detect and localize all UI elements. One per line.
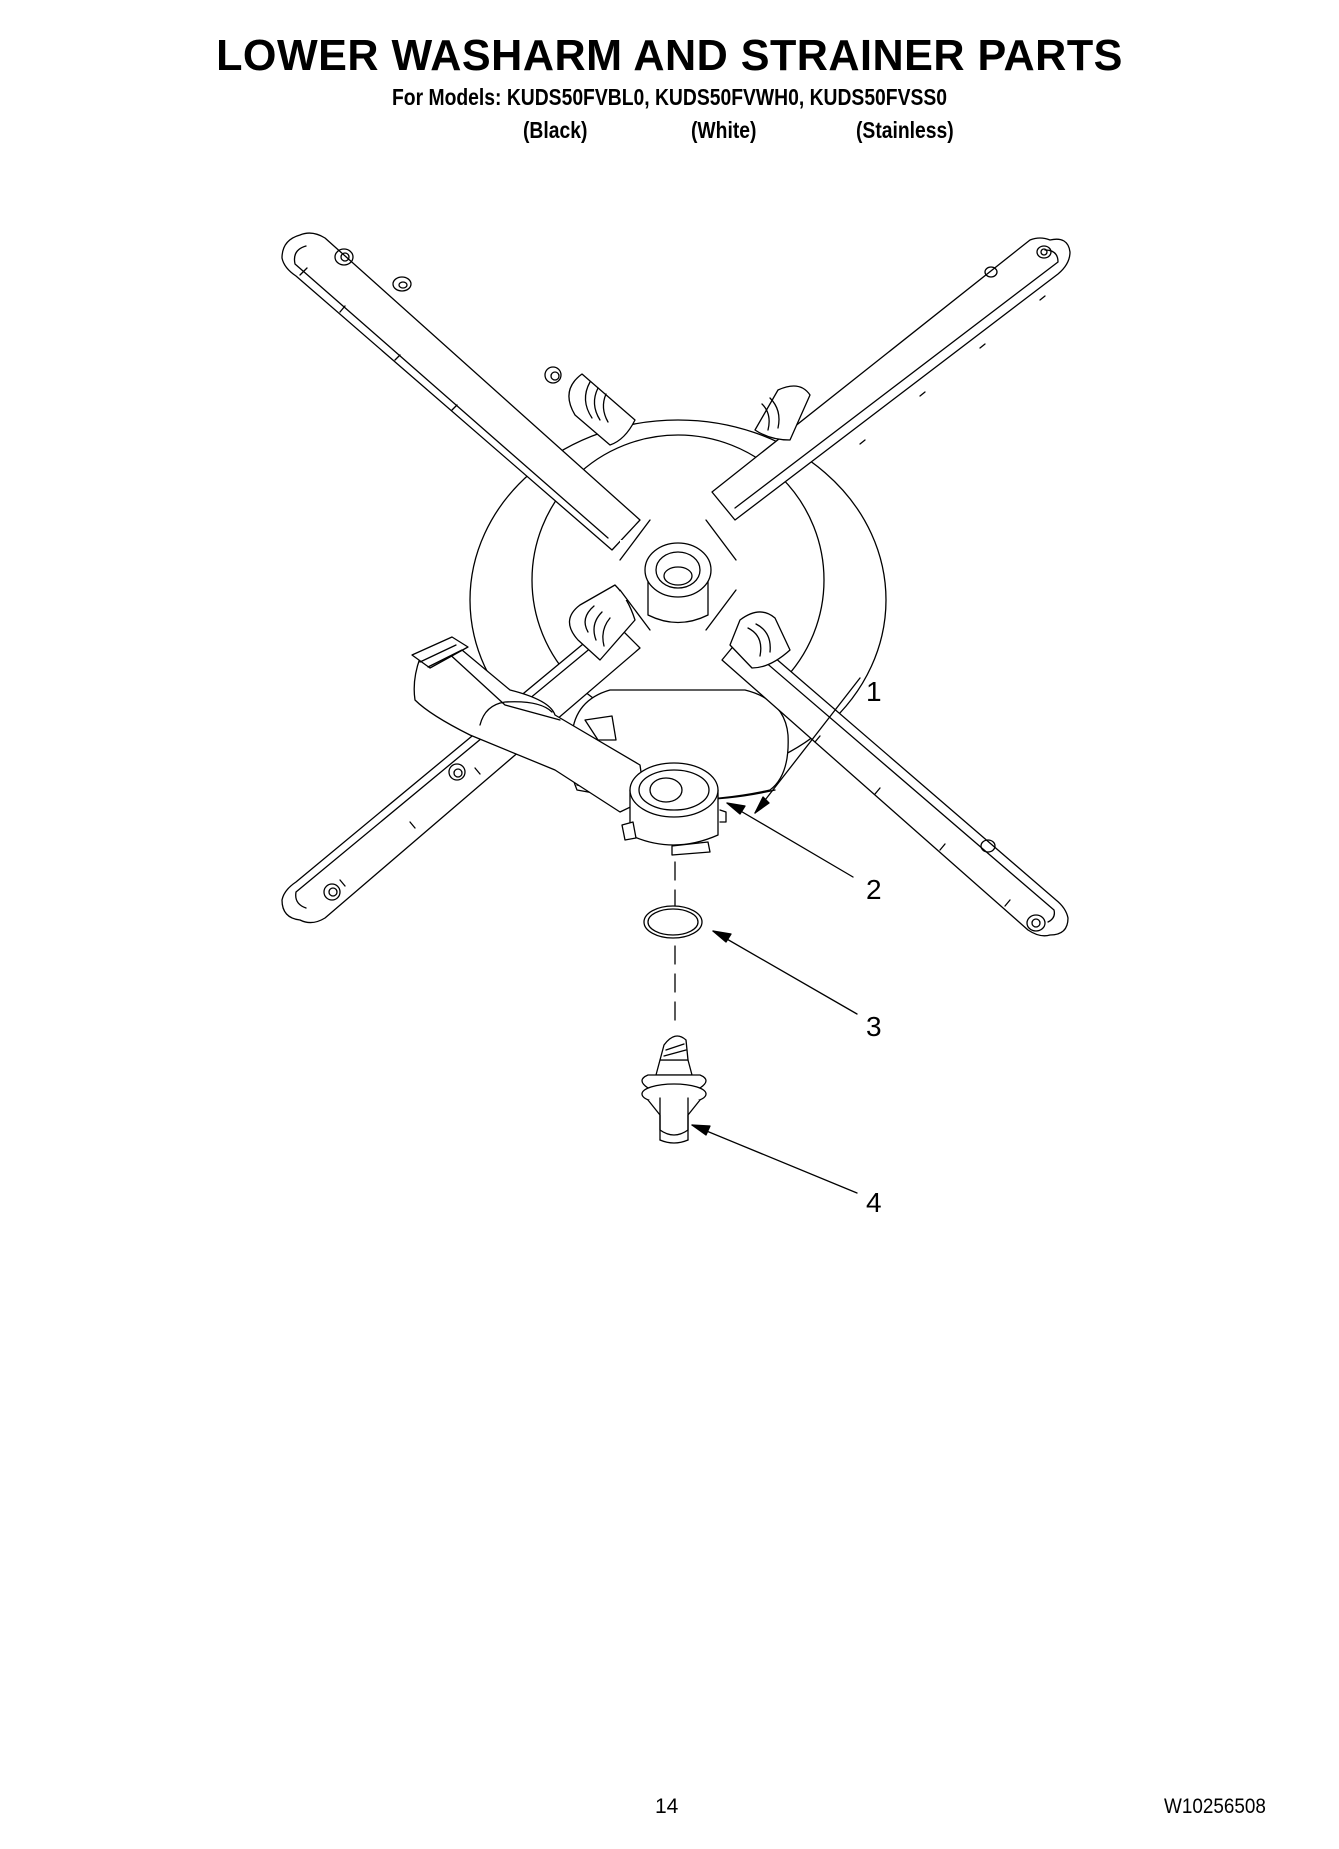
nozzle-post-illustration xyxy=(641,1035,707,1144)
washarm-illustration xyxy=(281,232,1071,937)
document-number: W10256508 xyxy=(1164,1795,1266,1818)
washarm-arm-top-right xyxy=(711,237,1071,521)
callout-number-4: 4 xyxy=(866,1187,882,1218)
washarm-hub xyxy=(619,519,737,631)
washarm-arm-top-left xyxy=(281,232,641,551)
washarm-arm-bottom-left xyxy=(281,584,641,924)
callout-number-3: 3 xyxy=(866,1011,882,1042)
callout-number-1: 1 xyxy=(866,676,882,707)
o-ring-illustration xyxy=(643,905,703,939)
color-label-black: (Black) xyxy=(523,117,588,143)
callout-number-2: 2 xyxy=(866,874,882,905)
page-number: 14 xyxy=(655,1795,679,1818)
color-label-white: (White) xyxy=(691,117,757,143)
color-label-stainless: (Stainless) xyxy=(856,117,954,143)
callout-arrows xyxy=(691,677,861,1194)
strainer-manifold-illustration xyxy=(411,636,727,856)
model-list: For Models: KUDS50FVBL0, KUDS50FVWH0, KU… xyxy=(391,84,948,110)
page-title: LOWER WASHARM AND STRAINER PARTS xyxy=(216,31,1123,80)
washarm-arm-bottom-right xyxy=(721,611,1069,937)
